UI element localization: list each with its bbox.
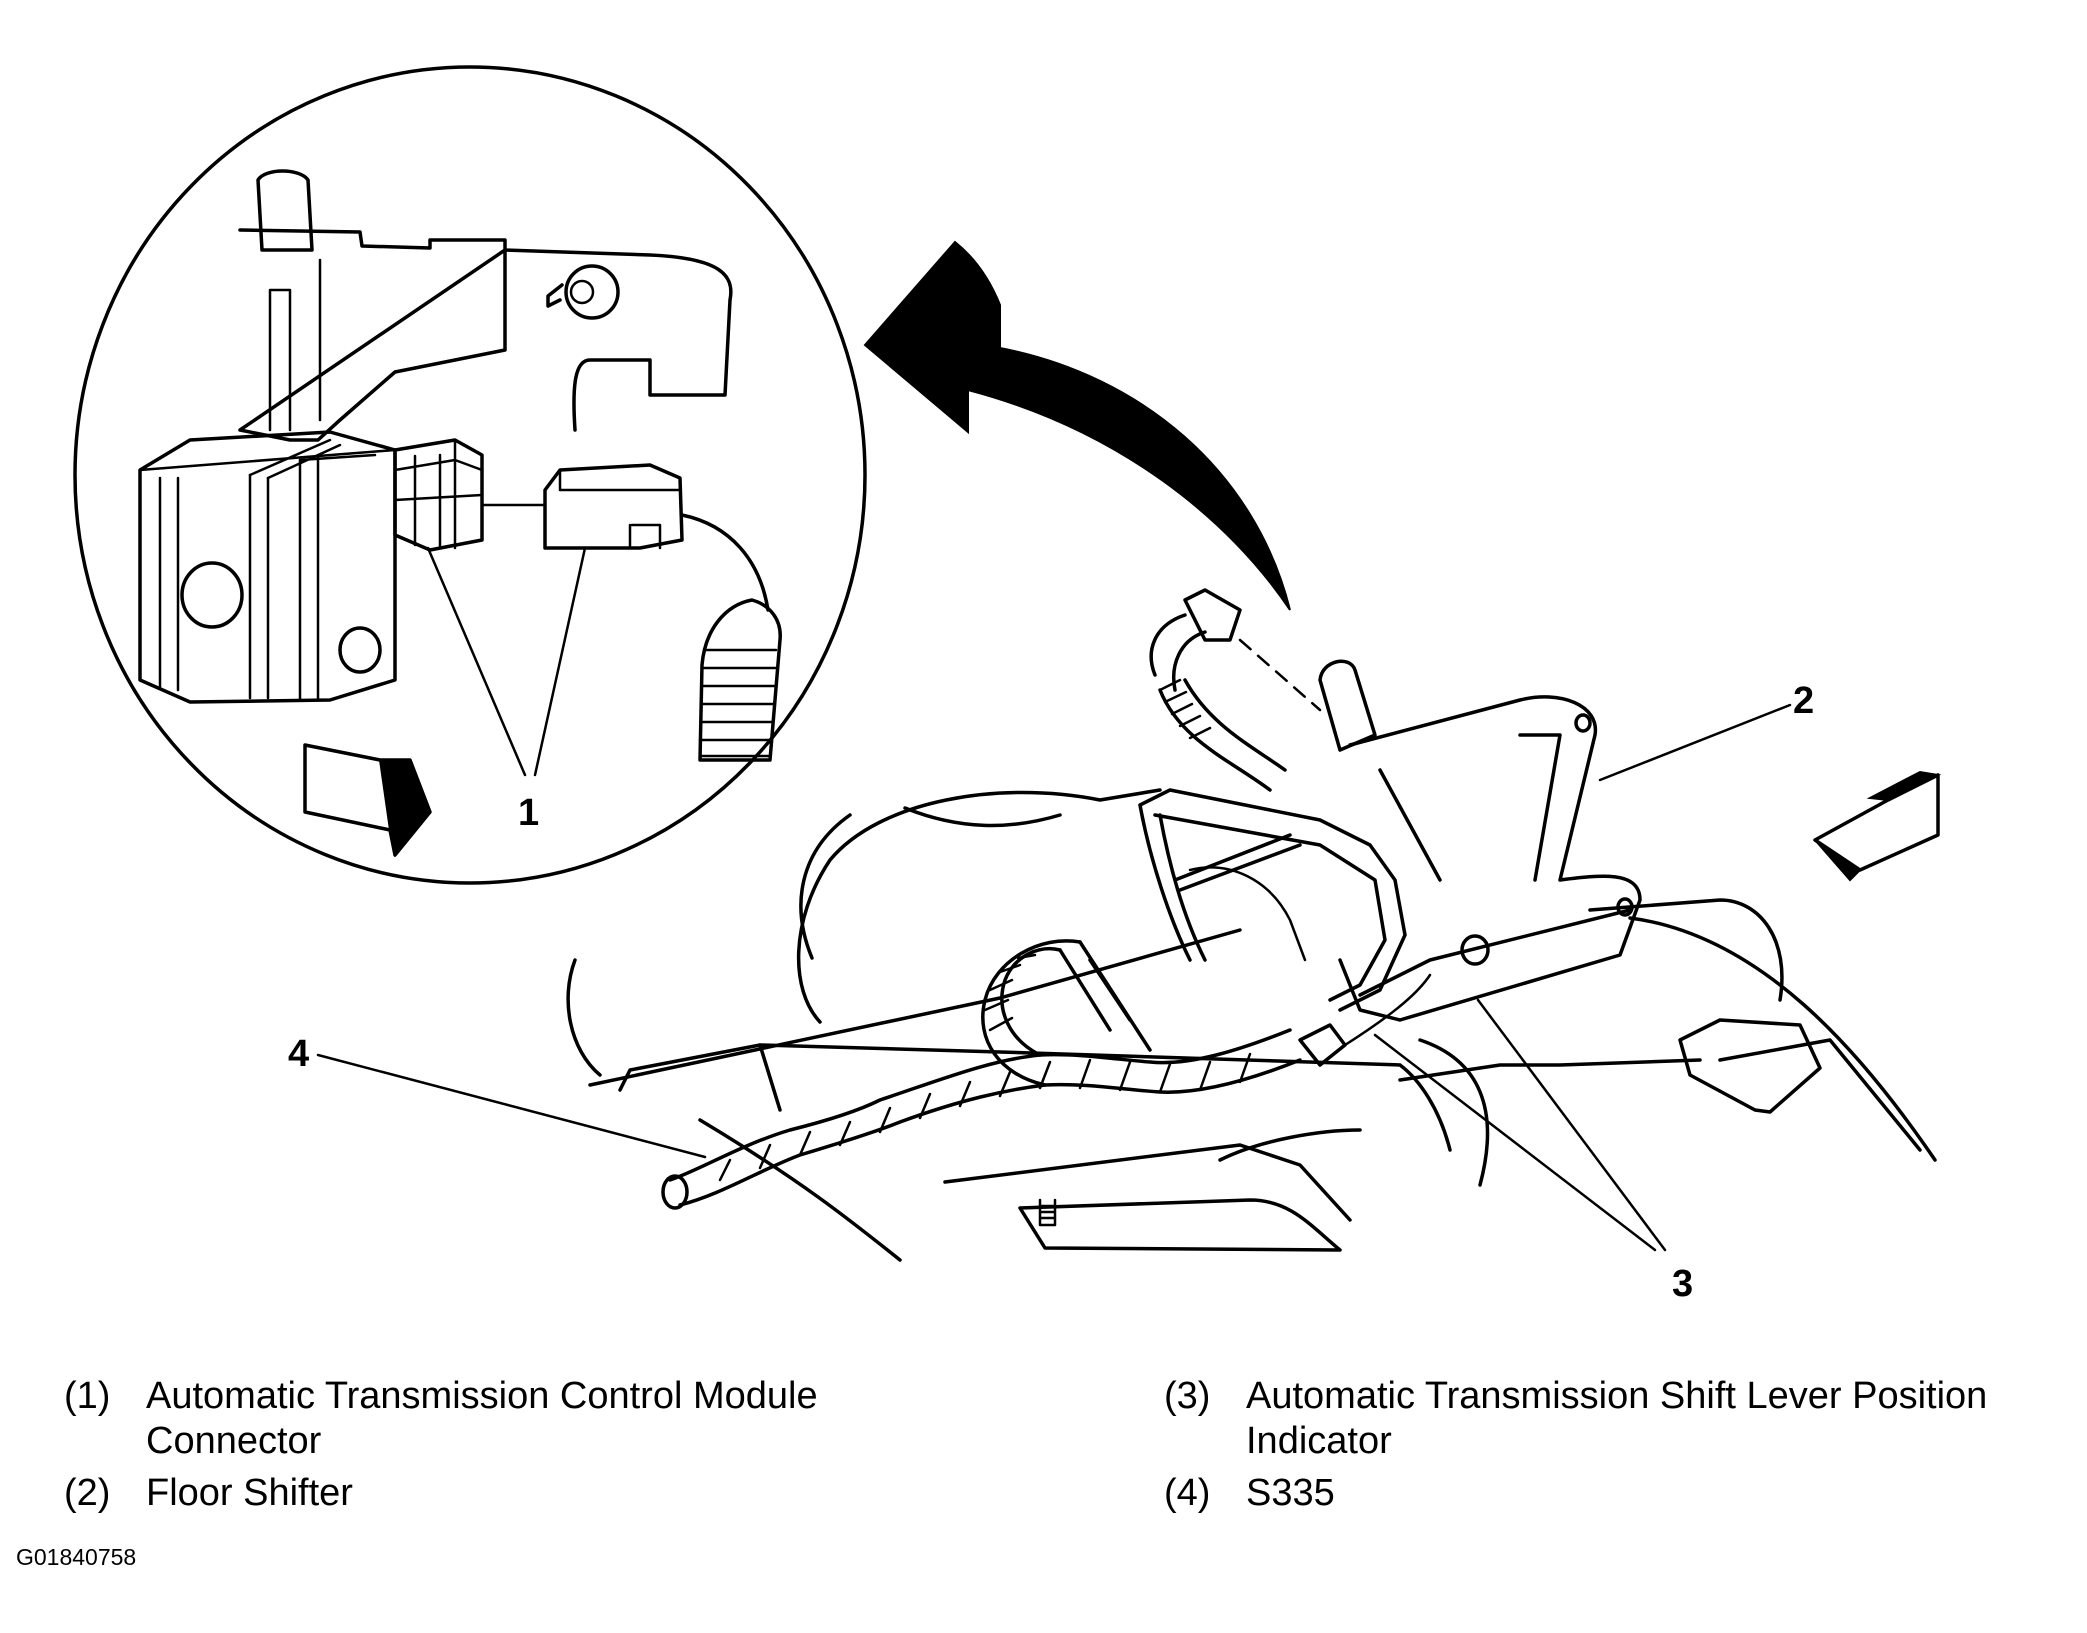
shift-indicator-frame <box>1138 788 1407 1012</box>
shifter-bolt <box>1574 713 1592 733</box>
component-location-diagram: 1 2 3 4 <box>73 65 1942 1305</box>
console-edge-lines <box>758 1038 1922 1152</box>
inset-connector-right <box>543 463 684 550</box>
legend-text: Automatic Transmission Shift Lever Posit… <box>1246 1375 1988 1462</box>
legend-number: (1) <box>64 1375 111 1417</box>
shifter-bolt-2 <box>1616 897 1634 917</box>
console-tray <box>618 1043 1352 1252</box>
floor-shifter-rod <box>1318 659 1377 752</box>
inset-coiled-harness <box>698 598 782 762</box>
inset-shifter-rod <box>256 169 314 252</box>
callout-1: 1 <box>518 792 539 834</box>
legend-text: Automatic Transmission Control Module Co… <box>146 1375 818 1462</box>
upper-harness <box>1149 588 1322 792</box>
shifter-bolt-3 <box>1460 934 1490 966</box>
inset-module-bevel <box>248 438 377 480</box>
callout-3-leaders <box>1373 998 1667 1252</box>
main-harness <box>661 939 1432 1210</box>
inset-module-housing <box>138 430 397 704</box>
inset-module-hole <box>338 626 382 674</box>
seat-contour-right <box>1588 898 1937 1162</box>
legend-text: S335 <box>1246 1472 1335 1514</box>
inset-module-face <box>138 448 397 702</box>
legend-text: Floor Shifter <box>146 1472 353 1514</box>
callout-3: 3 <box>1672 1263 1693 1305</box>
callout-2: 2 <box>1793 680 1814 722</box>
inset-connector-left <box>393 438 484 552</box>
floor-shifter-bracket <box>1338 695 1642 1022</box>
console-side-box <box>1678 1018 1822 1114</box>
callout-2-leader <box>1598 703 1792 782</box>
callout-4: 4 <box>288 1033 309 1075</box>
inset-bracket-slot <box>268 258 322 432</box>
legend-number: (2) <box>64 1472 111 1514</box>
legend-number: (4) <box>1164 1472 1211 1514</box>
legend-number: (3) <box>1164 1375 1211 1417</box>
callout-4-leader <box>316 1053 707 1159</box>
figure-id: G01840758 <box>16 1544 137 1570</box>
seat-contour-left <box>796 788 1162 1024</box>
inset-harness-wire <box>680 513 770 612</box>
inset-module-round-button <box>180 561 244 629</box>
callout-1-leaders <box>426 546 587 777</box>
mount-stud <box>1038 1198 1057 1227</box>
shift-indicator-cable <box>1188 866 1307 962</box>
inset-bracket-stud <box>546 264 620 320</box>
detail-inset <box>73 65 867 885</box>
inset-bracket-plate <box>238 228 733 442</box>
main-view <box>316 588 1942 1262</box>
detail-pointer-arrow <box>863 240 1291 611</box>
console-outline <box>566 806 1632 1262</box>
inset-circle <box>73 65 867 885</box>
